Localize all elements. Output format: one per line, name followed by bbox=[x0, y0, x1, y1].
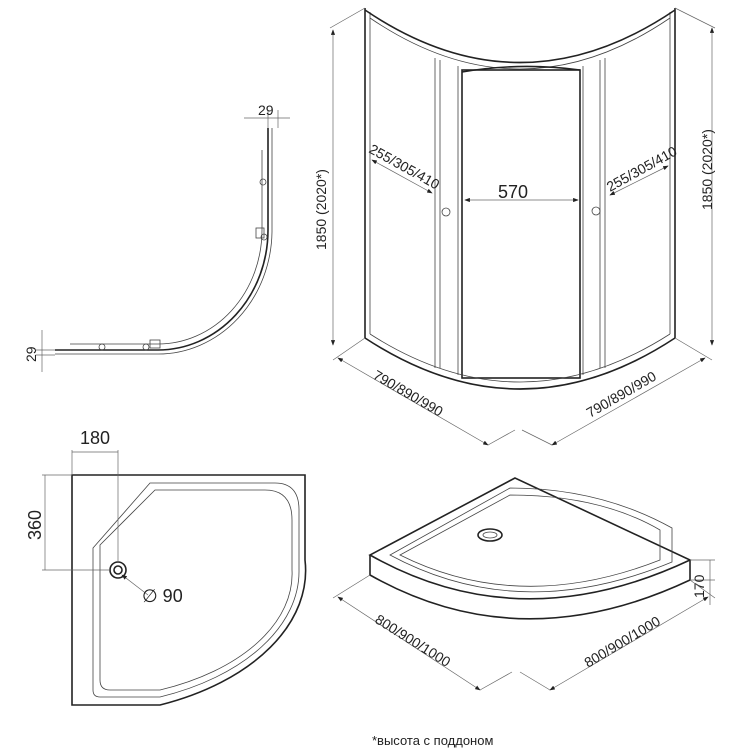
drain-diameter: ∅ 90 bbox=[142, 586, 183, 606]
cabin-width-right: 790/890/990 bbox=[584, 368, 660, 421]
door-center-width: 570 bbox=[498, 182, 528, 202]
tray-width-left: 800/900/1000 bbox=[372, 611, 453, 670]
profile-top-offset: 29 bbox=[258, 102, 274, 118]
door-handle-icon bbox=[591, 206, 601, 216]
drain-offset-y: 360 bbox=[25, 510, 45, 540]
tray-width-right: 800/900/1000 bbox=[581, 613, 663, 671]
door-left-width: 255/305/410 bbox=[367, 141, 443, 193]
profile-side-offset: 29 bbox=[23, 346, 39, 362]
cabin-width-left: 790/890/990 bbox=[371, 367, 447, 420]
cabin-front-view: 570 255/305/410 255/305/410 1850 (2020*)… bbox=[313, 7, 716, 446]
drain-icon bbox=[109, 561, 127, 579]
profile-plan-view: 29 29 bbox=[23, 102, 290, 372]
tray-iso-view: 170 800/900/1000 800/900/1000 bbox=[332, 477, 716, 691]
roller-icon bbox=[142, 343, 150, 351]
drain-offset-x: 180 bbox=[80, 428, 110, 448]
tray-plan-view: ∅ 90 180 360 bbox=[25, 428, 307, 706]
cabin-height-right: 1850 (2020*) bbox=[699, 129, 715, 210]
roller-icon bbox=[98, 343, 106, 351]
cabin-height-left: 1850 (2020*) bbox=[313, 169, 329, 250]
door-handle-icon bbox=[441, 207, 451, 217]
footnote: *высота с поддоном bbox=[372, 733, 493, 748]
drain-icon bbox=[477, 528, 503, 542]
door-right-width: 255/305/410 bbox=[604, 143, 680, 195]
roller-icon bbox=[259, 178, 267, 186]
